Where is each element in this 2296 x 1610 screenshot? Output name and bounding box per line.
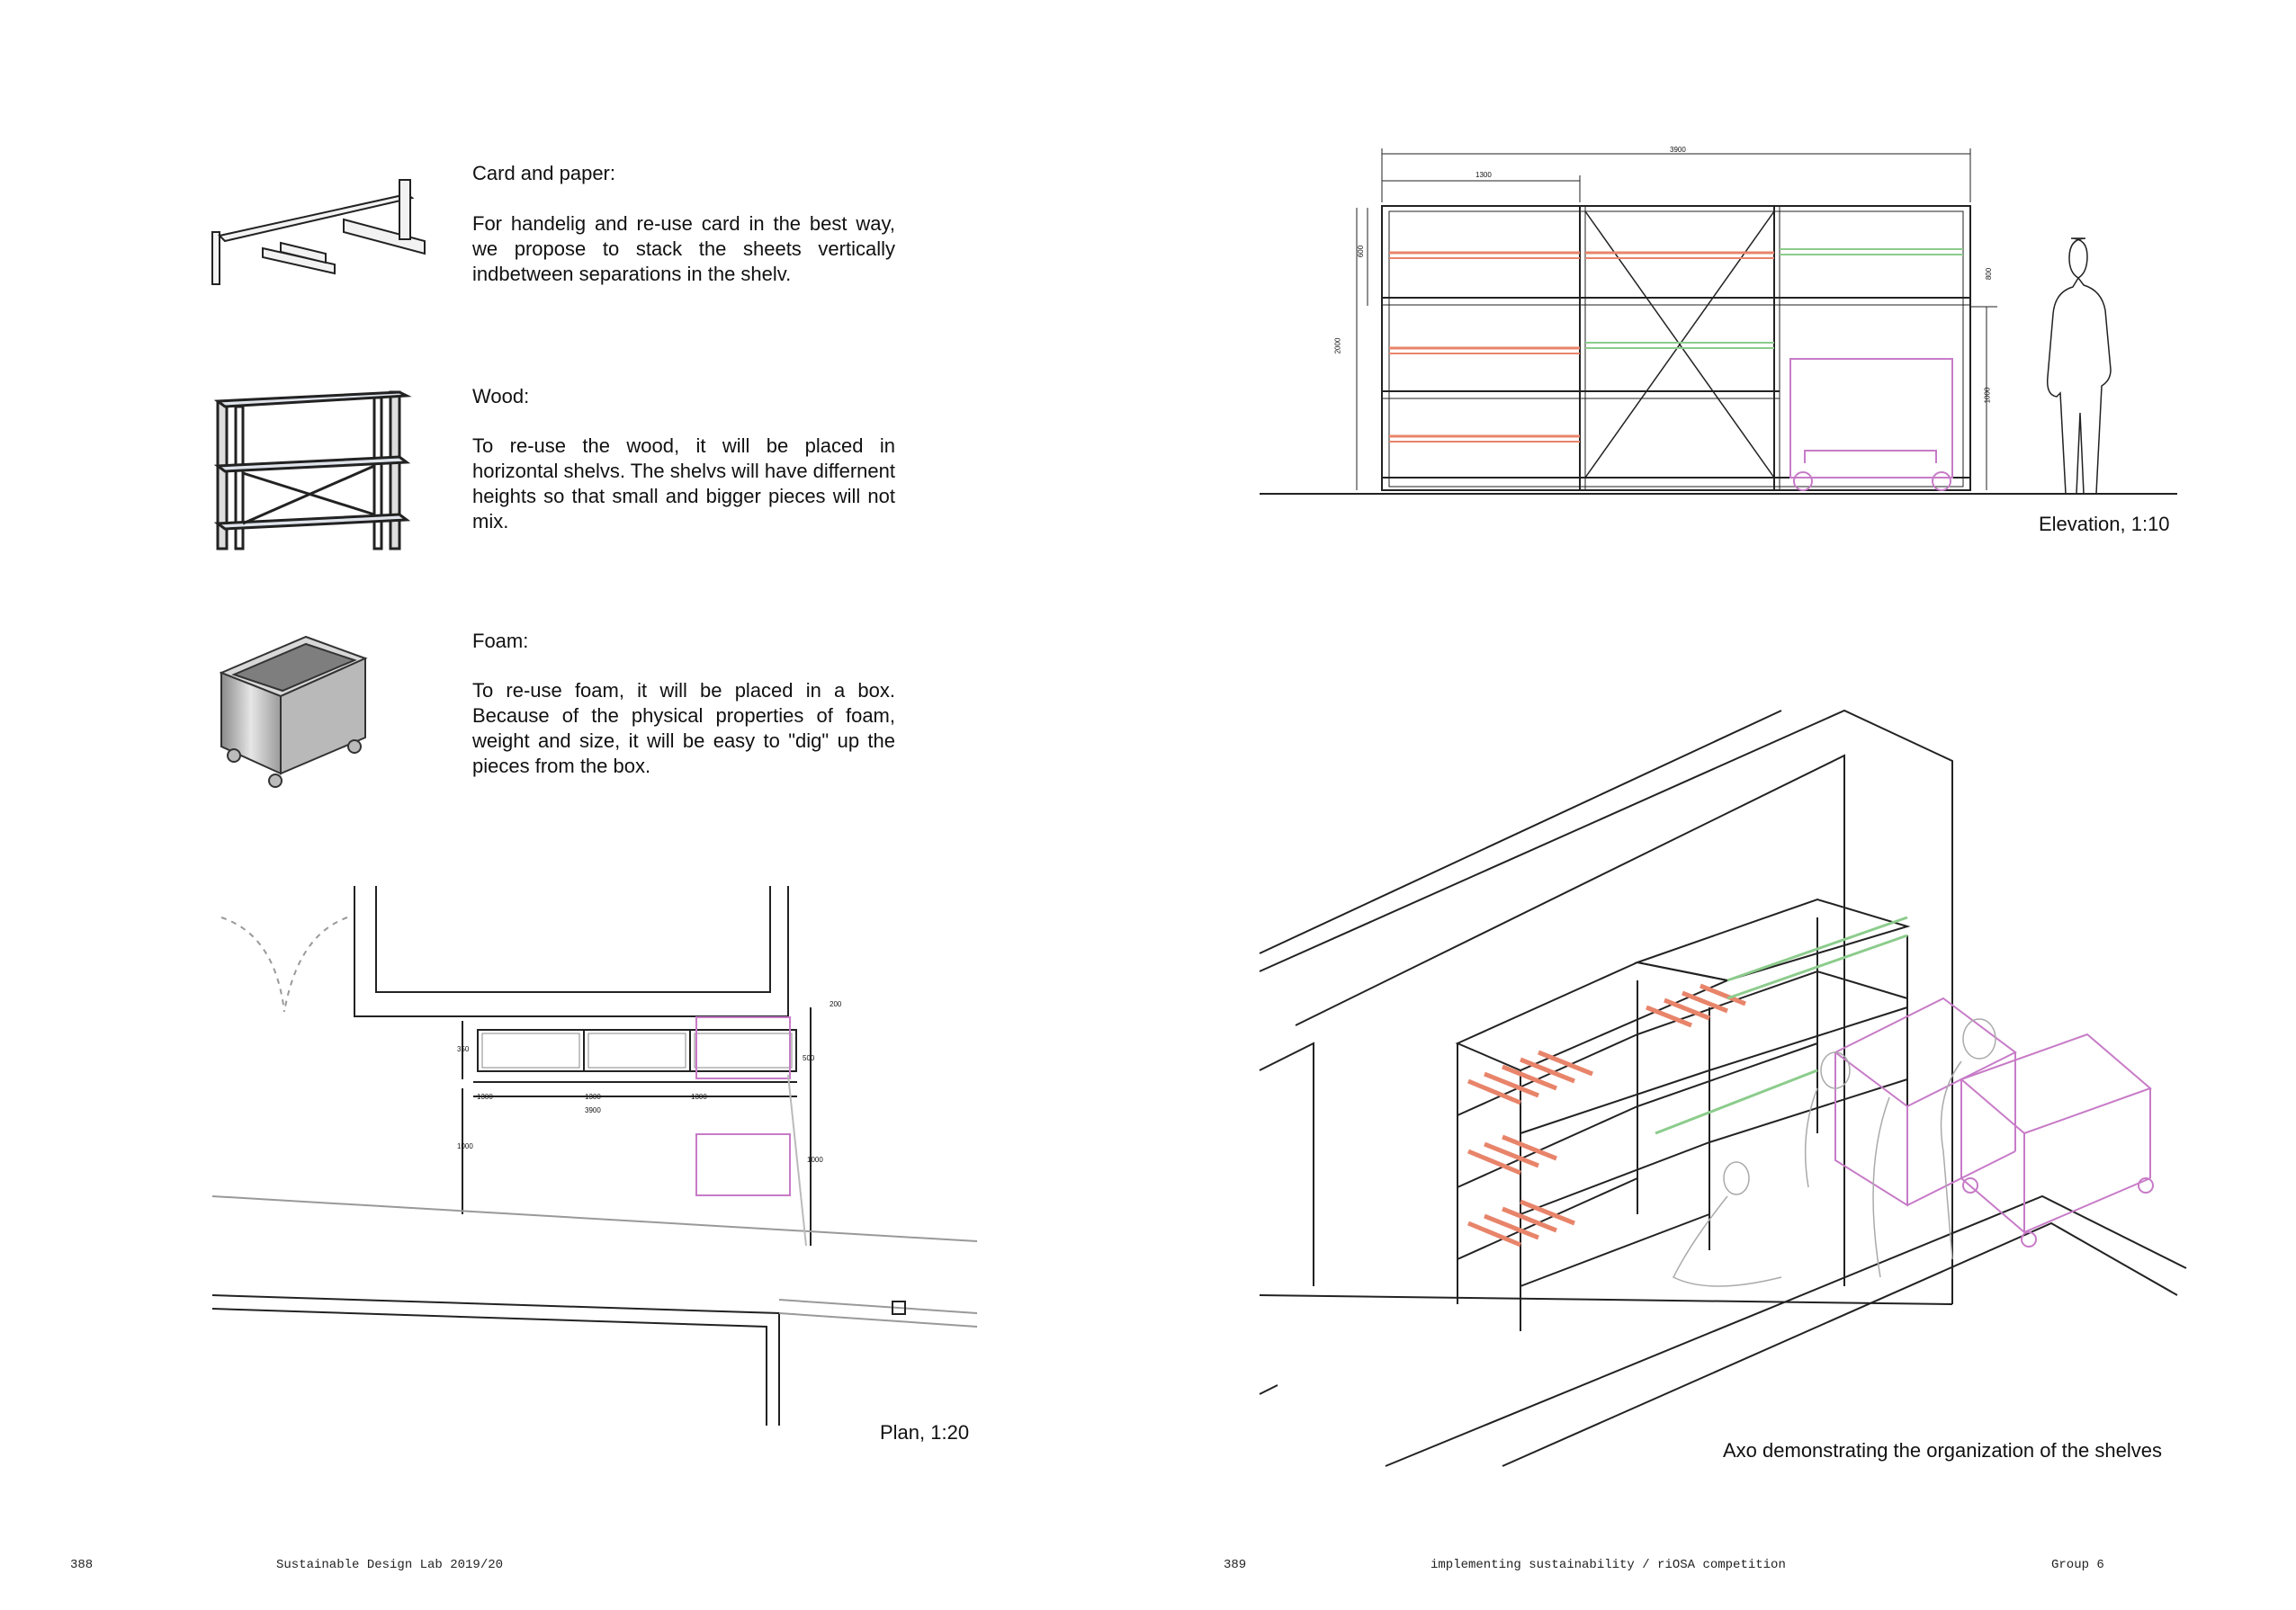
section-text-card-paper: For handelig and re-use card in the best…	[472, 212, 895, 285]
left-footer-title: Sustainable Design Lab 2019/20	[276, 1558, 504, 1572]
elevation-caption: Elevation, 1:10	[2039, 513, 2170, 535]
elevation-dim-module: 1300	[1475, 171, 1492, 179]
plan-dim-1: 1300	[477, 1093, 493, 1101]
plan-dim-depth: 350	[457, 1045, 470, 1053]
elevation-dim-total: 3900	[1670, 146, 1686, 154]
plan-dim-box: 500	[803, 1054, 815, 1062]
plan-dim-top: 200	[830, 1000, 842, 1008]
left-page-number: 388	[70, 1558, 94, 1572]
foam-box-illustration	[219, 635, 368, 788]
group-label: Group 6	[2051, 1558, 2104, 1572]
section-text-foam: To re-use foam, it will be placed in a b…	[472, 679, 895, 777]
plan-dim-right: 1000	[807, 1156, 823, 1164]
metal-shelf-illustration	[213, 390, 412, 550]
elevation-dim-upper: 800	[1985, 267, 1994, 281]
plan-dim-total: 3900	[585, 1106, 601, 1114]
plan-caption: Plan, 1:20	[880, 1421, 970, 1444]
right-footer-title: implementing sustainability / riOSA comp…	[1431, 1558, 1786, 1572]
axo-drawing	[1259, 709, 2187, 1467]
section-text-wood: To re-use the wood, it will be placed in…	[472, 434, 895, 532]
plan-dim-2: 1300	[585, 1093, 601, 1101]
elevation-drawing	[1260, 148, 2177, 495]
wall-bracket-illustration	[211, 179, 426, 285]
section-heading-card-paper: Card and paper:	[472, 162, 615, 184]
right-page-number: 389	[1224, 1558, 1247, 1572]
plan-dim-3: 1300	[691, 1093, 707, 1101]
section-heading-foam: Foam:	[472, 630, 529, 652]
elevation-dim-height: 2000	[1333, 337, 1342, 354]
plan-dim-clearance: 1000	[457, 1142, 473, 1150]
plan-drawing	[211, 886, 978, 1426]
elevation-dim-lower: 1000	[1983, 387, 1992, 404]
section-heading-wood: Wood:	[472, 385, 530, 407]
elevation-dim-shelf: 600	[1357, 245, 1366, 258]
axo-caption: Axo demonstrating the organization of th…	[1723, 1439, 2162, 1462]
